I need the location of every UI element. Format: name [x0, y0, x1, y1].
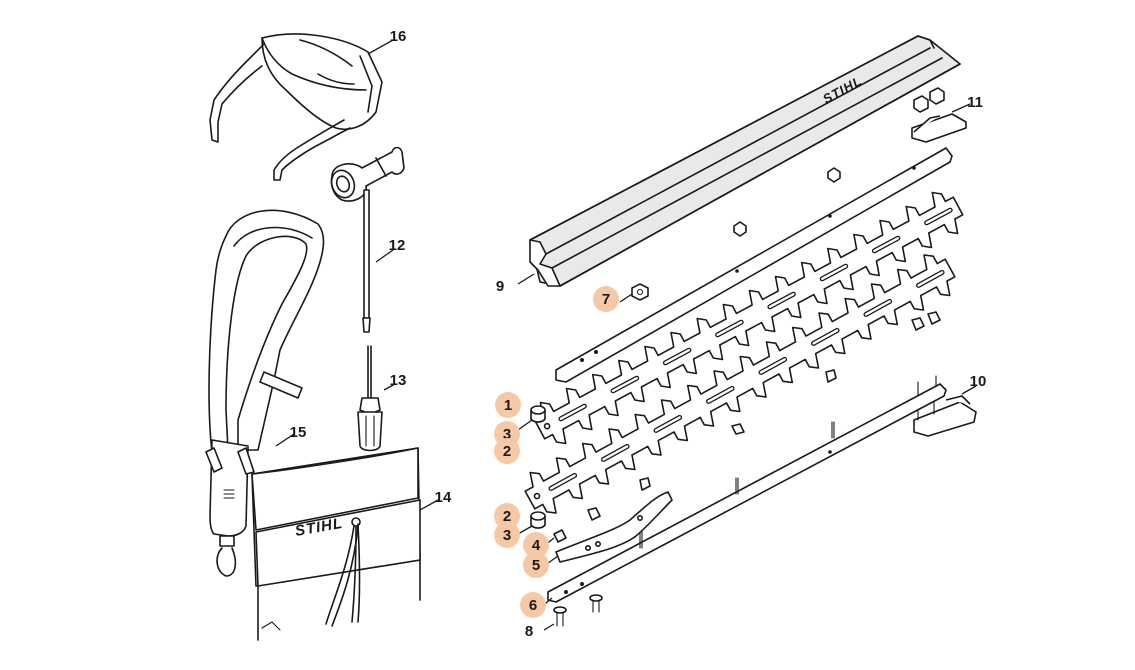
- callout-number: 2: [503, 443, 511, 460]
- callout-16-safety-glasses: 16: [390, 28, 407, 45]
- callout-number: 8: [525, 623, 533, 640]
- callout-number: 13: [390, 372, 407, 389]
- callout-1-cover-plate: 1: [495, 392, 521, 418]
- blade-slot: [716, 321, 743, 336]
- callout-12-combination-wrench: 12: [389, 237, 406, 254]
- screwdriver: [357, 345, 396, 452]
- blade-guard: STIHL: [517, 35, 961, 287]
- callout-14-tool-pouch: 14: [435, 489, 452, 506]
- callout-highlight: [494, 522, 520, 548]
- blade-slot: [768, 293, 795, 308]
- blade-hole: [533, 492, 541, 500]
- callout-13-screwdriver: 13: [390, 372, 407, 389]
- callout-number: 16: [390, 28, 407, 45]
- blade-slot: [611, 377, 638, 392]
- callout-number: 9: [496, 278, 504, 295]
- blade-slot: [602, 445, 629, 461]
- callout-number: 3: [503, 527, 511, 544]
- callout-highlight: [520, 592, 546, 618]
- callout-highlight: [494, 438, 520, 464]
- callout-11-guide-plate: 11: [967, 94, 983, 111]
- callout-number: 10: [970, 373, 987, 390]
- callout-highlight: [523, 532, 549, 558]
- harness-strap: [205, 209, 325, 577]
- callout-4-slide-block: 4: [523, 532, 549, 558]
- spacer-sleeves: [517, 405, 546, 535]
- blade-slot: [707, 387, 734, 403]
- callout-15-harness-strap: 15: [290, 424, 307, 441]
- blade-slot: [873, 236, 900, 253]
- blade-slot: [925, 208, 952, 225]
- tool-pouch: STIHL: [251, 447, 439, 641]
- blade-outline: [524, 254, 956, 514]
- safety-glasses: [209, 33, 394, 181]
- blade-slot: [664, 349, 691, 364]
- blade-slot: [549, 474, 576, 490]
- callout-5-connecting-plate: 5: [523, 552, 549, 578]
- callout-highlight: [494, 503, 520, 529]
- blade-slot: [812, 329, 839, 345]
- cover-plate: [555, 147, 953, 383]
- callout-number: 7: [602, 291, 610, 308]
- cutting-blade-lower: [524, 254, 956, 514]
- callout-highlight: [593, 286, 619, 312]
- callout-number: 11: [967, 94, 983, 111]
- callout-number: 6: [529, 597, 537, 614]
- blade-hole: [543, 422, 551, 430]
- callout-number: 14: [435, 489, 452, 506]
- callout-8-screw: 8: [525, 623, 533, 640]
- callout-3-spacer-sleeve: 3: [494, 522, 520, 548]
- guide-plate-upper: [911, 87, 971, 143]
- callout-7-nut: 7: [593, 286, 619, 312]
- callout-number: 3: [503, 426, 511, 443]
- blade-slot: [917, 271, 944, 287]
- callout-number: 1: [504, 397, 512, 414]
- callout-2-cutting-blade-upper: 2: [494, 438, 520, 464]
- callout-9-blade-guard: 9: [496, 278, 504, 295]
- blade-slot: [821, 265, 847, 280]
- blade-outline: [534, 191, 964, 445]
- callout-6-base-plate: 6: [520, 592, 546, 618]
- callout-number: 4: [532, 537, 541, 554]
- combination-wrench: [330, 146, 405, 333]
- base-plate: [539, 383, 947, 609]
- blade-slot: [759, 358, 786, 374]
- callout-number: 12: [389, 237, 406, 254]
- slide-blocks: [587, 311, 941, 521]
- callout-2-cutting-blade-lower: 2: [494, 503, 520, 529]
- blade-slot: [864, 300, 891, 316]
- callout-10-guide-plate-lower: 10: [970, 373, 987, 390]
- screws: [543, 594, 603, 631]
- nut-set: [619, 167, 841, 303]
- callout-highlight: [495, 392, 521, 418]
- callout-number: 5: [532, 557, 540, 574]
- callout-number: 2: [503, 508, 511, 525]
- blade-slot: [559, 405, 586, 420]
- blade-slot: [654, 416, 681, 432]
- connecting-plate: [543, 491, 673, 567]
- callout-number: 15: [290, 424, 307, 441]
- cutting-blade-upper: [534, 191, 964, 445]
- callout-highlight: [523, 552, 549, 578]
